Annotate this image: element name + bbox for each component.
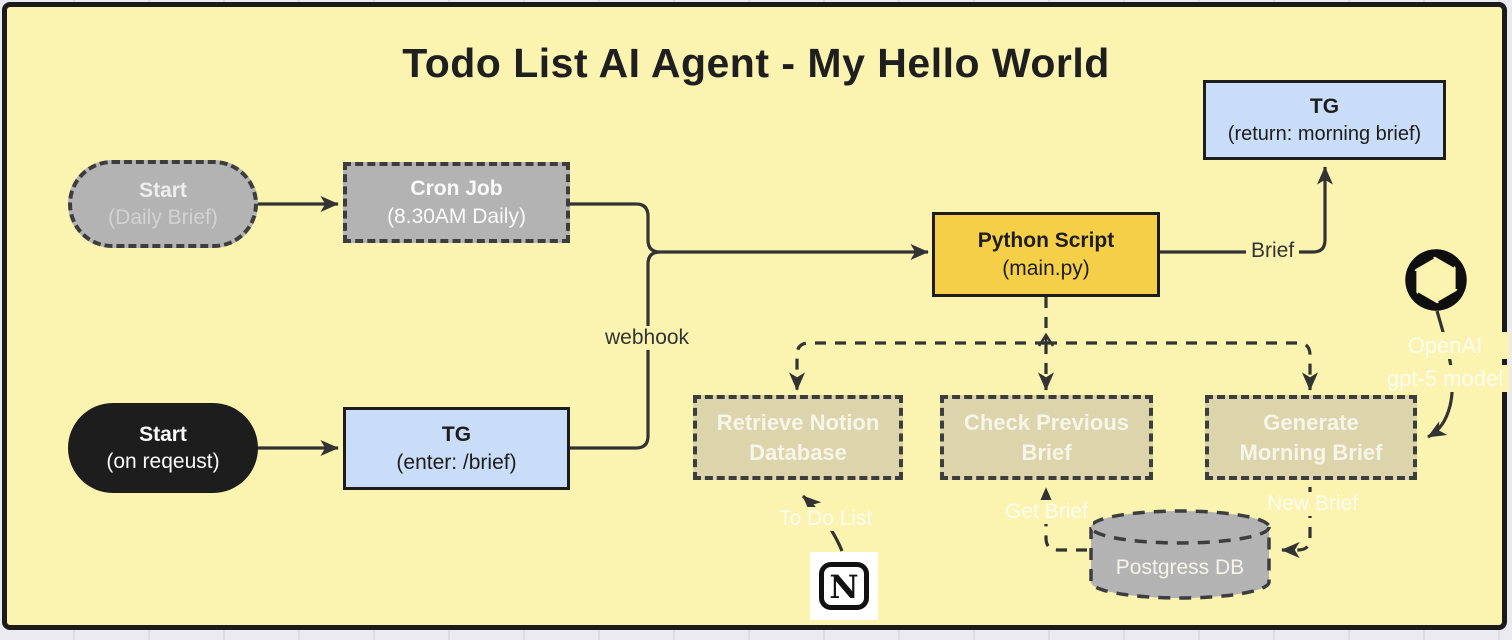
node-start-daily-brief[interactable]: Start (Daily Brief) bbox=[68, 160, 258, 248]
node-tg-return-morning-brief[interactable]: TG (return: morning brief) bbox=[1203, 80, 1446, 160]
node-check-previous-brief[interactable]: Check Previous Brief bbox=[940, 395, 1153, 480]
node-retrieve-notion-database[interactable]: Retrieve Notion Database bbox=[693, 395, 903, 480]
node-title: Check Previous Brief bbox=[963, 409, 1130, 465]
node-title: Cron Job bbox=[410, 177, 503, 201]
node-subtitle: (8.30AM Daily) bbox=[387, 204, 526, 228]
diagram-title: Todo List AI Agent - My Hello World bbox=[402, 40, 1110, 86]
edge-label-get-brief: Get Brief bbox=[1000, 500, 1093, 524]
node-subtitle: (Daily Brief) bbox=[108, 206, 218, 229]
openai-label: OpenAI bbox=[1381, 332, 1509, 359]
node-title: Python Script bbox=[977, 229, 1115, 253]
node-subtitle: (on reqeust) bbox=[106, 450, 220, 473]
node-tg-enter-brief[interactable]: TG (enter: /brief) bbox=[343, 407, 570, 490]
node-subtitle: (main.py) bbox=[1002, 256, 1090, 280]
node-python-script[interactable]: Python Script (main.py) bbox=[932, 212, 1160, 297]
openai-model-annotation: OpenAI gpt-5 model bbox=[1381, 332, 1509, 398]
node-title: TG bbox=[441, 423, 472, 447]
openai-model-label: gpt-5 model bbox=[1381, 365, 1509, 392]
node-subtitle: (enter: /brief) bbox=[396, 450, 517, 474]
node-subtitle: (return: morning brief) bbox=[1227, 122, 1422, 145]
edge-label-brief: Brief bbox=[1246, 239, 1300, 263]
node-title: Retrieve Notion Database bbox=[716, 409, 880, 465]
openai-icon[interactable] bbox=[1400, 244, 1472, 316]
node-generate-morning-brief[interactable]: Generate Morning Brief bbox=[1205, 395, 1417, 480]
node-title: Generate Morning Brief bbox=[1239, 409, 1383, 465]
edge-label-to-do-list: To Do List bbox=[774, 507, 878, 531]
node-title: Start bbox=[139, 422, 187, 446]
node-title: Start bbox=[139, 178, 187, 202]
node-title: TG bbox=[1309, 95, 1340, 119]
notion-icon[interactable]: N bbox=[810, 552, 878, 620]
database-cylinder-icon bbox=[1089, 509, 1271, 600]
edge-label-webhook: webhook bbox=[600, 326, 695, 350]
notion-letter: N bbox=[819, 562, 869, 610]
node-start-on-request[interactable]: Start (on reqeust) bbox=[68, 403, 258, 493]
edge-label-new-brief: New Brief bbox=[1262, 492, 1364, 516]
node-cron-job[interactable]: Cron Job (8.30AM Daily) bbox=[343, 162, 570, 243]
node-postgres-db[interactable]: Postgress DB bbox=[1087, 508, 1273, 600]
node-title: Postgress DB bbox=[1115, 556, 1245, 579]
